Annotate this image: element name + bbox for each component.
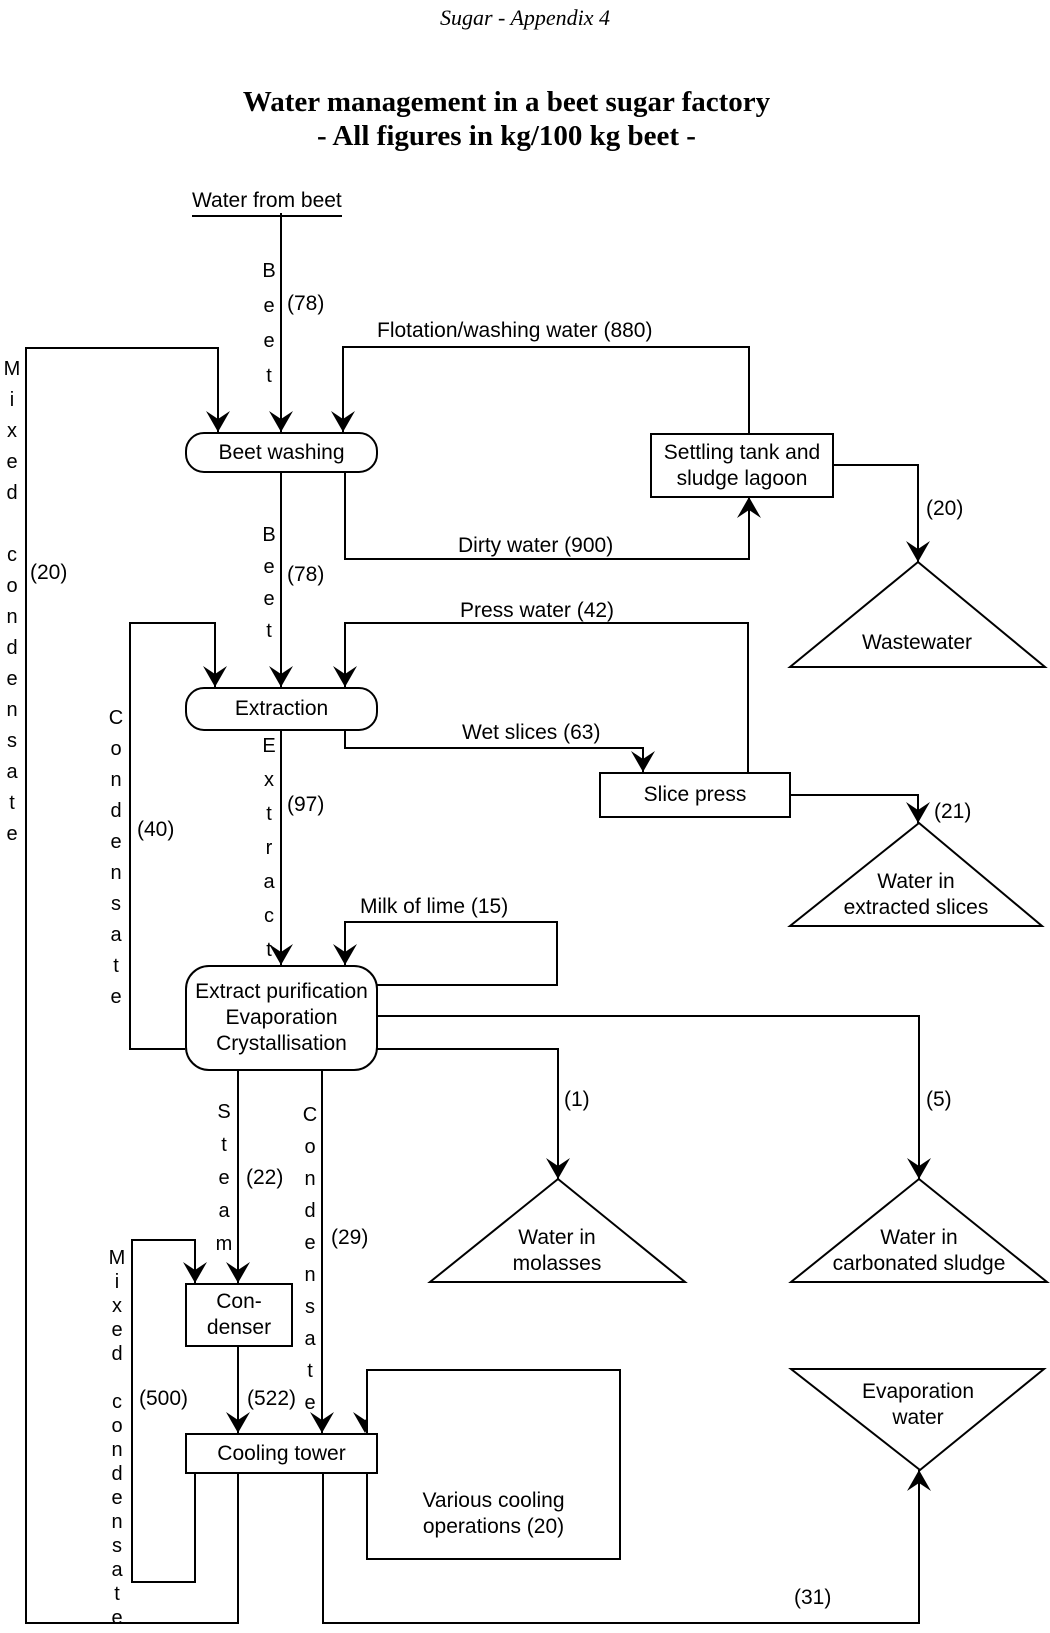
value-steam: (22) — [246, 1166, 284, 1189]
node-various-cooling-line2: operations (20) — [422, 1515, 565, 1538]
flow-line-flotation-water — [342, 346, 750, 433]
arrowhead — [226, 1262, 250, 1283]
value-condensate-extraction: (40) — [137, 818, 175, 841]
flow-line-condensate-extraction — [129, 622, 216, 1050]
arrowhead — [737, 497, 761, 518]
arrowhead — [310, 1412, 334, 1433]
node-extract-purification-line2: Evaporation — [225, 1006, 338, 1029]
arrowhead — [203, 666, 227, 687]
arrowhead — [183, 1262, 207, 1283]
arrowhead — [907, 1470, 931, 1491]
flow-line-carbonated — [377, 1015, 920, 1179]
arrowhead — [269, 944, 293, 965]
label-wet-slices: Wet slices (63) — [462, 721, 601, 744]
sink-triangle-molasses — [427, 1177, 688, 1283]
value-wastewater-out: (20) — [926, 497, 964, 520]
sink-label-evaporation-water: Evaporation water — [861, 1380, 975, 1429]
arrowhead — [331, 411, 355, 432]
value-condensate-cooling: (29) — [331, 1226, 369, 1249]
sink-triangle-extracted-slices — [787, 821, 1045, 927]
node-extraction: Extraction — [185, 687, 378, 731]
node-condenser-line1: Con- — [216, 1290, 262, 1313]
arrowhead — [269, 666, 293, 687]
arrowhead — [546, 1158, 570, 1179]
sink-label-wastewater: Wastewater — [861, 631, 973, 654]
value-carbonated-out: (5) — [926, 1088, 952, 1111]
arrowhead — [906, 802, 930, 823]
arrowhead — [907, 1158, 931, 1179]
node-various-cooling-line1: Various cooling — [422, 1489, 565, 1512]
flow-line-mixed-condensate-left — [25, 347, 239, 1624]
diagram-subtitle: - All figures in kg/100 kg beet - — [317, 120, 696, 152]
value-molasses-out: (1) — [564, 1088, 590, 1111]
value-mixed-condensate-condenser: (500) — [139, 1387, 189, 1410]
node-condenser-line2: denser — [206, 1316, 272, 1339]
flow-line-mixed-condensate-condenser — [131, 1239, 196, 1583]
node-settling-tank: Settling tank and sludge lagoon — [650, 433, 834, 498]
arrowhead — [333, 944, 357, 965]
flow-line-wastewater — [833, 464, 919, 562]
node-various-cooling: Various cooling operations (20) — [366, 1369, 621, 1560]
flow-line-dirty-water — [344, 473, 750, 560]
label-water-from-beet: Water from beet — [192, 189, 342, 217]
label-milk-of-lime: Milk of lime (15) — [360, 895, 509, 918]
label-dirty-water: Dirty water (900) — [458, 534, 614, 557]
node-settling-tank-line2: sludge lagoon — [676, 466, 808, 490]
node-extract-purification-line3: Crystallisation — [216, 1032, 347, 1055]
diagram-title: Water management in a beet sugar factory — [242, 86, 771, 118]
value-extract: (97) — [287, 793, 325, 816]
flow-line-press-water — [344, 622, 749, 772]
sink-label-molasses: Water in molasses — [512, 1226, 602, 1275]
arrowhead — [226, 1412, 250, 1433]
value-mixed-condensate-left: (20) — [30, 561, 68, 584]
label-press-water: Press water (42) — [460, 599, 615, 622]
value-beet-washed: (78) — [287, 563, 325, 586]
flow-line-molasses — [377, 1048, 559, 1179]
node-extraction-label: Extraction — [234, 697, 329, 720]
sink-label-carbonated-sludge: Water in carbonated sludge — [832, 1226, 1006, 1275]
node-condenser: Con- denser — [185, 1283, 293, 1347]
value-condenser-out: (522) — [247, 1387, 297, 1410]
sink-triangle-carbonated-sludge — [788, 1177, 1050, 1283]
flow-line-evaporation — [322, 1470, 920, 1624]
node-settling-tank-line1: Settling tank and — [663, 440, 821, 464]
node-beet-washing: Beet washing — [185, 432, 378, 473]
sink-label-extracted-slices: Water in extracted slices — [843, 870, 989, 919]
arrowhead — [269, 411, 293, 432]
node-beet-washing-label: Beet washing — [218, 440, 345, 464]
value-evaporation-out: (31) — [794, 1586, 832, 1609]
arrowhead — [631, 751, 655, 772]
flow-line-milk-of-lime — [344, 921, 558, 986]
node-cooling-tower: Cooling tower — [185, 1433, 378, 1474]
arrowhead — [906, 541, 930, 562]
sink-triangle-evaporation-water — [788, 1368, 1047, 1472]
arrowhead — [206, 411, 230, 432]
node-slice-press: Slice press — [599, 772, 791, 818]
sink-triangle-wastewater — [787, 560, 1048, 668]
node-slice-press-label: Slice press — [643, 783, 747, 806]
flow-line-extracted-slices — [790, 794, 919, 823]
label-flotation-water: Flotation/washing water (880) — [377, 319, 653, 342]
node-cooling-tower-label: Cooling tower — [217, 1441, 346, 1465]
value-beet-in: (78) — [287, 292, 325, 315]
node-extract-purification: Extract purification Evaporation Crystal… — [185, 965, 378, 1071]
page-header-appendix: Sugar - Appendix 4 — [439, 5, 611, 30]
node-extract-purification-line1: Extract purification — [195, 980, 368, 1003]
value-extracted-slices-out: (21) — [934, 800, 972, 823]
arrowhead — [333, 666, 357, 687]
